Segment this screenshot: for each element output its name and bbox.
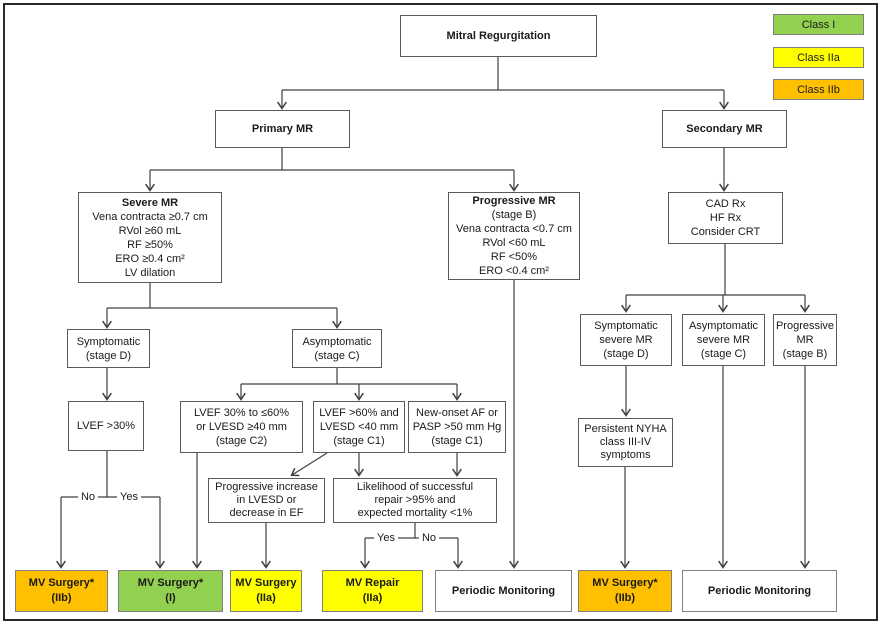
legend-class-iia: Class IIa <box>773 47 864 68</box>
legend-class-i-label: Class I <box>801 18 836 31</box>
outcome-mv-surgery-iib-left-label: MV Surgery* (IIb) <box>28 577 95 604</box>
node-likelihood-repair: Likelihood of successful repair >95% and… <box>333 478 497 523</box>
node-progressive-mr-title: Progressive MR <box>472 195 556 207</box>
edge-label-repair-yes: Yes <box>374 532 398 544</box>
node-symptomatic-severe-mr: Symptomatic severe MR (stage D) <box>580 314 672 366</box>
node-asymptomatic-severe-mr: Asymptomatic severe MR (stage C) <box>682 314 765 366</box>
node-symptomatic-severe-mr-body: Symptomatic severe MR (stage D) <box>594 320 658 360</box>
node-stage-c1-af: New-onset AF or PASP >50 mm Hg (stage C1… <box>408 401 506 453</box>
node-symptomatic-stage-d: Symptomatic (stage D) <box>67 329 150 368</box>
node-likelihood-repair-body: Likelihood of successful repair >95% and… <box>356 481 474 519</box>
outcome-mv-surgery-iib-right-label: MV Surgery* (IIb) <box>592 577 658 604</box>
node-progressive-increase-body: Progressive increase in LVESD or decreas… <box>215 481 318 519</box>
node-stage-c2: LVEF 30% to ≤60% or LVESD ≥40 mm (stage … <box>180 401 303 453</box>
node-stage-c1-af-body: New-onset AF or PASP >50 mm Hg (stage C1… <box>412 407 502 447</box>
outcome-mv-repair-iia: MV Repair (IIa) <box>322 570 423 612</box>
node-persistent-nyha-body: Persistent NYHA class III-IV symptoms <box>584 423 667 461</box>
node-progressive-mr-stage-b: Progressive MR (stage B) <box>773 314 837 366</box>
node-progressive-mr-body: (stage B) Vena contracta <0.7 cm RVol <6… <box>456 209 572 277</box>
node-persistent-nyha: Persistent NYHA class III-IV symptoms <box>578 418 673 467</box>
legend-class-i: Class I <box>773 14 864 35</box>
node-asymptomatic-severe-mr-body: Asymptomatic severe MR (stage C) <box>688 320 759 360</box>
node-primary-mr: Primary MR <box>215 110 350 148</box>
outcome-mv-surgery-iib-right: MV Surgery* (IIb) <box>578 570 672 612</box>
node-severe-mr-title: Severe MR <box>121 196 179 209</box>
node-progressive-mr-stage-b-body: Progressive MR (stage B) <box>775 320 835 360</box>
legend-class-iib: Class IIb <box>773 79 864 100</box>
outcome-mv-surgery-i-label: MV Surgery* (I) <box>137 577 204 604</box>
node-symptomatic-stage-d-body: Symptomatic (stage D) <box>76 335 141 362</box>
node-stage-c1-lvef-body: LVEF >60% and LVESD <40 mm (stage C1) <box>319 407 399 447</box>
outcome-mv-repair-iia-label: MV Repair (IIa) <box>345 577 400 604</box>
outcome-mv-surgery-iib-left: MV Surgery* (IIb) <box>15 570 108 612</box>
legend-class-iib-label: Class IIb <box>797 83 840 96</box>
node-cad-rx: CAD Rx HF Rx Consider CRT <box>668 192 783 244</box>
node-lvef-30: LVEF >30% <box>68 401 144 451</box>
outcome-mv-surgery-iia: MV Surgery (IIa) <box>230 570 302 612</box>
node-stage-c1-lvef: LVEF >60% and LVESD <40 mm (stage C1) <box>313 401 405 453</box>
node-secondary-mr: Secondary MR <box>662 110 787 148</box>
node-stage-c2-body: LVEF 30% to ≤60% or LVESD ≥40 mm (stage … <box>193 407 290 447</box>
node-severe-mr: Severe MR Vena contracta ≥0.7 cm RVol ≥6… <box>78 192 222 283</box>
node-cad-rx-body: CAD Rx HF Rx Consider CRT <box>690 198 761 238</box>
outcome-mv-surgery-i: MV Surgery* (I) <box>118 570 223 612</box>
legend-class-iia-label: Class IIa <box>797 51 840 64</box>
node-asymptomatic-stage-c-body: Asymptomatic (stage C) <box>302 335 372 362</box>
node-progressive-mr: Progressive MR (stage B) Vena contracta … <box>448 192 580 280</box>
edge-label-repair-no: No <box>418 532 440 544</box>
edge-label-lvef-yes: Yes <box>117 491 141 503</box>
edge-label-lvef-no: No <box>77 491 99 503</box>
node-progressive-increase: Progressive increase in LVESD or decreas… <box>208 478 325 523</box>
node-severe-mr-body: Vena contracta ≥0.7 cm RVol ≥60 mL RF ≥5… <box>92 210 208 279</box>
outcome-periodic-monitoring-left: Periodic Monitoring <box>435 570 572 612</box>
outcome-mv-surgery-iia-label: MV Surgery (IIa) <box>235 577 297 604</box>
node-mitral-regurgitation: Mitral Regurgitation <box>400 15 597 57</box>
node-asymptomatic-stage-c: Asymptomatic (stage C) <box>292 329 382 368</box>
outcome-periodic-monitoring-right: Periodic Monitoring <box>682 570 837 612</box>
